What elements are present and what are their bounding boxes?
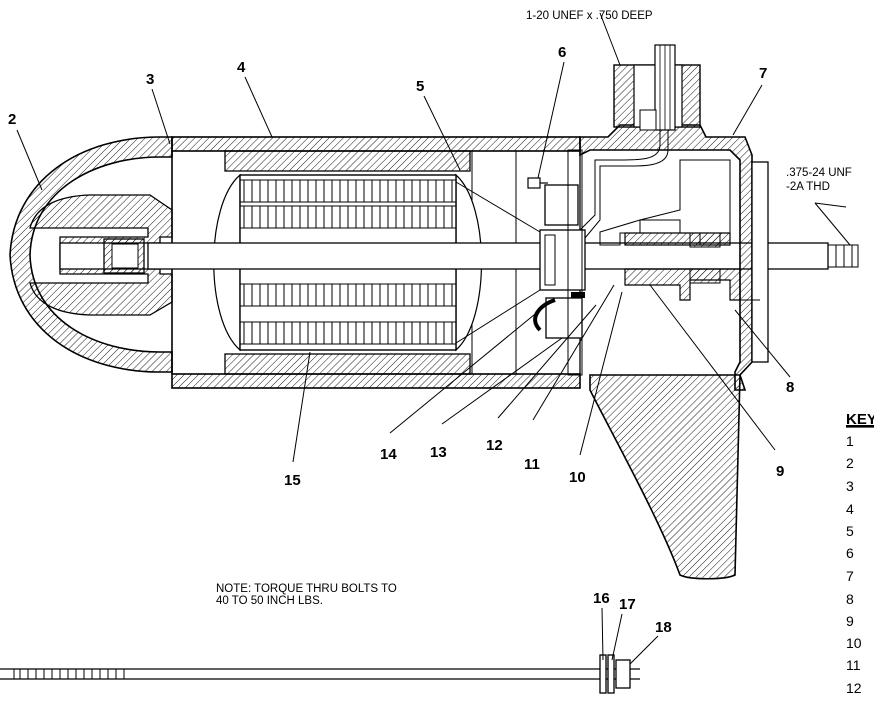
leader-lines (16, 12, 851, 665)
key-number: 10 (846, 635, 862, 651)
callout-8: 8 (786, 379, 794, 396)
torque-note-line1: NOTE: TORQUE THRU BOLTS TO (216, 583, 397, 595)
end-bell (579, 124, 769, 391)
through-bolt (0, 654, 640, 694)
key-number: 6 (846, 545, 854, 561)
mounting-skeg (589, 374, 741, 580)
callout-4: 4 (237, 59, 246, 76)
thread-spec-port: 1-20 UNEF x .750 DEEP (526, 10, 653, 22)
callout-7: 7 (759, 65, 767, 82)
key-number: 7 (846, 568, 854, 584)
callout-6: 6 (558, 44, 566, 61)
key-number: 9 (846, 613, 854, 629)
callout-12: 12 (486, 437, 503, 454)
key-number: 11 (846, 657, 861, 673)
callout-16: 16 (593, 590, 610, 607)
stator-magnets (224, 150, 471, 375)
parts-key: KEY 1 2 3 4 5 6 7 8 9 10 11 12 (846, 411, 874, 696)
callout-17: 17 (619, 596, 636, 613)
callout-3: 3 (146, 71, 154, 88)
callout-9: 9 (776, 463, 784, 480)
thread-spec-shaft-line1: .375-24 UNF (786, 167, 852, 179)
callout-14: 14 (380, 446, 397, 463)
armature-shaft (147, 242, 859, 270)
callout-11: 11 (524, 456, 540, 473)
callout-15: 15 (284, 472, 301, 489)
key-number: 1 (846, 433, 854, 449)
key-number: 3 (846, 478, 854, 494)
key-number: 4 (846, 501, 854, 517)
key-heading: KEY (846, 411, 874, 428)
callout-2: 2 (8, 111, 16, 128)
callout-5: 5 (416, 78, 424, 95)
callout-10: 10 (569, 469, 586, 486)
key-number: 12 (846, 680, 862, 696)
callout-18: 18 (655, 619, 672, 636)
nose-cone (9, 136, 173, 373)
key-number: 5 (846, 523, 854, 539)
callout-13: 13 (430, 444, 447, 461)
brush-plate (527, 149, 586, 376)
key-number: 2 (846, 455, 854, 471)
port-boss (579, 44, 701, 239)
thread-spec-shaft-line2: -2A THD (786, 181, 830, 193)
torque-note-line2: 40 TO 50 INCH LBS. (216, 595, 323, 607)
key-number: 8 (846, 591, 854, 607)
